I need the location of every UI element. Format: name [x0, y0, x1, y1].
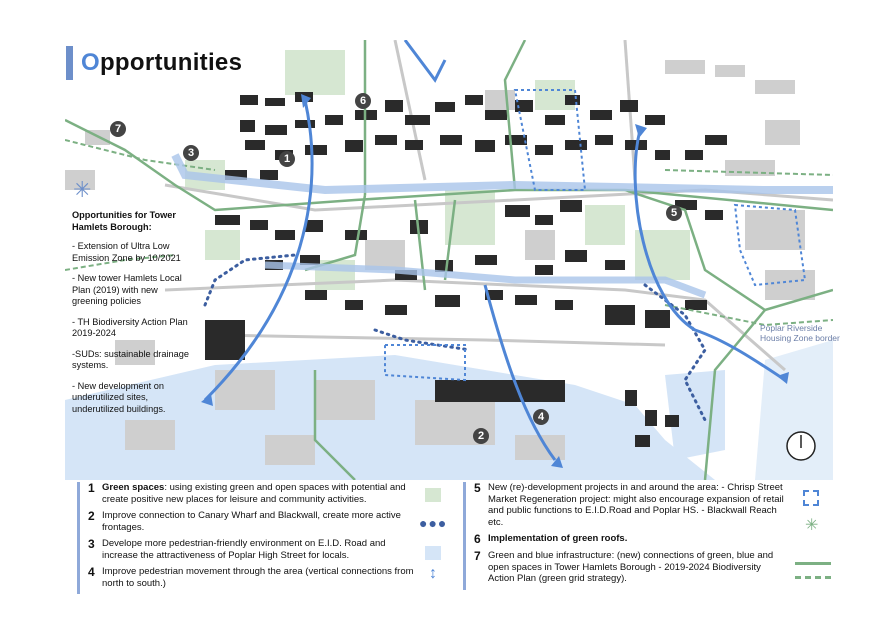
- sidebar-item: - Extension of Ultra Low Emission Zone b…: [72, 241, 181, 263]
- zone-border-label: Poplar Riverside Housing Zone border: [760, 323, 840, 343]
- legend-green-swatch: [425, 488, 441, 502]
- map-marker-4: 4: [533, 409, 549, 425]
- sidebar-item: -SUDs: sustainable drainage systems.: [72, 348, 189, 371]
- title-first-letter: O: [81, 49, 100, 76]
- map-marker-5: 5: [666, 205, 682, 221]
- sidebar-item: - New tower Hamlets Local Plan (2019) wi…: [72, 273, 182, 306]
- legend-green-roof-icon: ✳: [805, 517, 819, 534]
- green-infrastructure-lines: [65, 40, 833, 480]
- eid-road-band: [171, 153, 833, 195]
- building-footprints-light: [65, 60, 815, 465]
- sidebar-item: - TH Biodiversity Action Plan 2019-2024: [72, 316, 188, 339]
- map-marker-7: 7: [110, 121, 126, 137]
- poplar-high-street-band: [264, 261, 707, 299]
- legend-dotted-line-icon: ●●●: [419, 515, 448, 531]
- title-bar-accent: [66, 46, 73, 80]
- legend-blue-swatch: [425, 546, 441, 560]
- opportunities-sidebar: Opportunities for Tower Hamlets Borough:…: [72, 210, 190, 424]
- sidebar-item: - New development on underutilized sites…: [72, 380, 166, 414]
- title-rest: pportunities: [99, 49, 243, 76]
- map-marker-3: 3: [183, 145, 199, 161]
- sidebar-heading: Opportunities for Tower Hamlets Borough:: [72, 210, 176, 232]
- arrow-heads: [201, 94, 789, 468]
- map-canvas: [65, 40, 833, 480]
- building-footprints-dark: [205, 92, 727, 447]
- legend-green-dashed-line-icon: [795, 576, 831, 579]
- legend-green-line-icon: [795, 562, 831, 565]
- river-water: [755, 340, 833, 480]
- dotted-connections: [203, 253, 707, 422]
- map-marker-2: 2: [473, 428, 489, 444]
- green-dashed-lines: [65, 139, 833, 327]
- vertical-connection-arrows: [203, 40, 786, 461]
- asterisk-icon: ✳: [73, 177, 92, 202]
- development-boundaries: [384, 89, 807, 382]
- legend-arrow-icon: ↕: [429, 565, 437, 582]
- map-marker-6: 6: [355, 93, 371, 109]
- legend-dotted-boundary-icon: [803, 490, 819, 506]
- map-marker-1: 1: [279, 151, 295, 167]
- roads: [164, 40, 833, 372]
